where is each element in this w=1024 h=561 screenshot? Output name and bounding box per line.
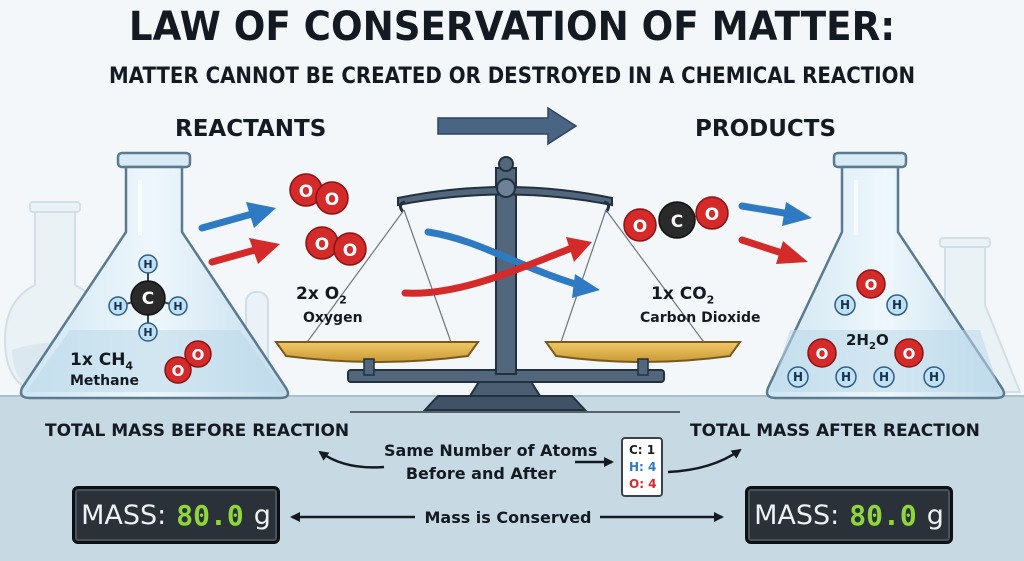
mass-after-display: MASS: 80.0 g — [745, 486, 953, 544]
svg-text:O: O — [816, 345, 829, 363]
water-formula: 2H2O — [846, 331, 889, 352]
atom-count-card: C: 1 H: 4 O: 4 — [621, 437, 663, 497]
atom-c: C — [142, 289, 154, 309]
svg-text:O: O — [192, 346, 205, 364]
svg-text:O: O — [172, 362, 185, 380]
balance-scale — [274, 156, 742, 411]
methane-formula: 1x CH4 — [70, 350, 134, 373]
svg-text:C: C — [671, 212, 683, 232]
svg-text:O: O — [633, 217, 647, 237]
atom-h: H — [173, 300, 182, 313]
svg-text:O: O — [705, 205, 719, 225]
svg-text:H: H — [793, 370, 803, 384]
methane-molecule: H H H H C — [108, 254, 188, 342]
atom-count-hydrogen: H: 4 — [629, 460, 657, 474]
products-heading: PRODUCTS — [695, 116, 837, 142]
reactants-heading: REACTANTS — [175, 116, 327, 142]
page-title: LAW OF CONSERVATION OF MATTER: — [128, 4, 896, 50]
oxygen-formula: 2x O2 — [296, 284, 347, 307]
oxygen-molecule-1: O O — [289, 173, 349, 215]
mass-after-label: MASS: — [754, 499, 840, 531]
svg-text:H: H — [892, 298, 902, 312]
mass-conserved-note: Mass is Conserved — [424, 508, 592, 527]
mass-after-value: 80.0 — [849, 498, 917, 532]
mass-before-label: MASS: — [81, 499, 167, 531]
reactant-arrows — [198, 202, 280, 266]
svg-text:O: O — [325, 190, 339, 210]
svg-text:H: H — [929, 370, 939, 384]
product-arrows — [738, 202, 812, 264]
crossing-arrows — [401, 228, 600, 298]
mass-before-unit: g — [253, 499, 271, 531]
oxygen-molecule-in-flask: O O — [164, 340, 212, 384]
atom-h: H — [143, 326, 152, 339]
atom-count-oxygen: O: 4 — [629, 477, 657, 491]
carbon-dioxide-name: Carbon Dioxide — [640, 310, 761, 326]
svg-text:H: H — [840, 298, 850, 312]
svg-text:H: H — [841, 370, 851, 384]
svg-text:H: H — [879, 370, 889, 384]
methane-name: Methane — [70, 373, 139, 389]
mass-after-unit: g — [926, 499, 944, 531]
atom-h: H — [113, 300, 122, 313]
svg-text:O: O — [865, 276, 878, 294]
svg-text:O: O — [903, 345, 916, 363]
mass-after-heading: TOTAL MASS AFTER REACTION — [690, 421, 980, 441]
carbon-dioxide-formula: 1x CO2 — [651, 284, 715, 307]
carbon-dioxide-molecule: O O C — [623, 196, 729, 242]
svg-text:O: O — [343, 241, 357, 261]
svg-text:O: O — [299, 182, 313, 202]
svg-text:O: O — [315, 235, 329, 255]
mass-before-value: 80.0 — [176, 498, 244, 532]
mass-before-heading: TOTAL MASS BEFORE REACTION — [45, 421, 350, 441]
oxygen-molecule-2: O O — [305, 226, 367, 266]
atom-count-carbon: C: 1 — [629, 443, 656, 457]
water-molecule-3: H H O — [873, 338, 945, 388]
water-molecule-1: H H O — [834, 269, 908, 316]
atom-h: H — [143, 258, 152, 271]
same-atoms-note-line2: Before and After — [405, 464, 557, 483]
oxygen-name: Oxygen — [303, 310, 363, 326]
mass-before-display: MASS: 80.0 g — [72, 486, 280, 544]
bottom-arrows — [290, 411, 742, 522]
same-atoms-note-line1: Same Number of Atoms — [384, 441, 598, 460]
page-subtitle: MATTER CANNOT BE CREATED OR DESTROYED IN… — [108, 64, 916, 89]
reaction-direction-arrow — [437, 106, 578, 146]
water-molecule-2: H H O — [787, 338, 857, 388]
